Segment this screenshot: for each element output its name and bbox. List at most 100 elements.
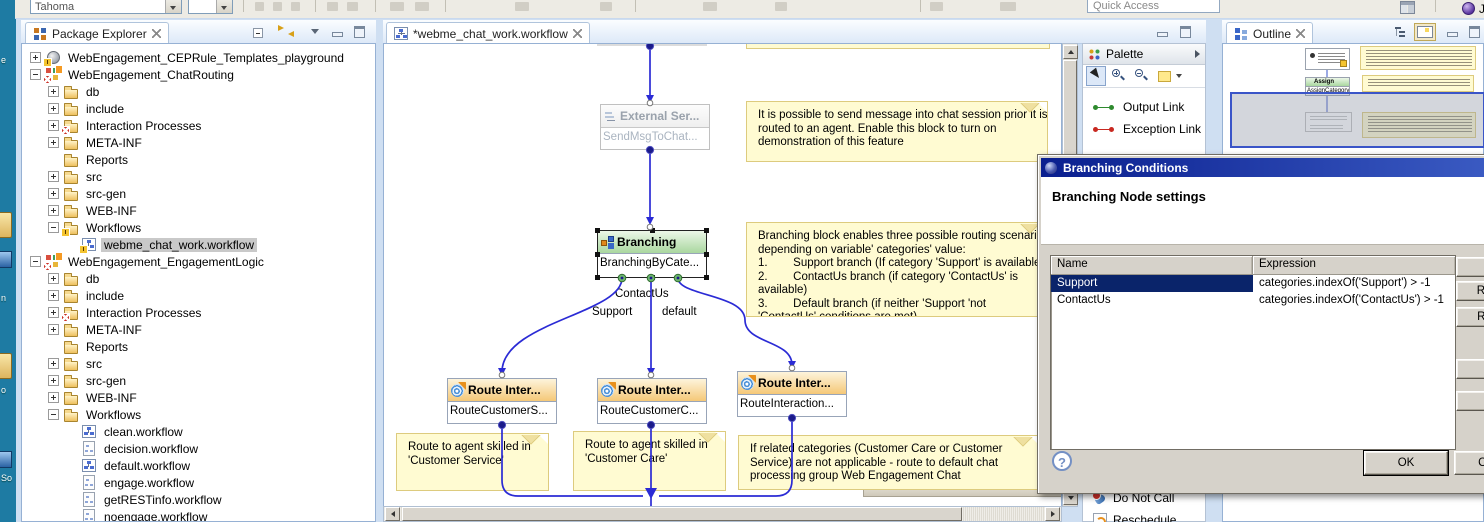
tree-item-include[interactable]: include: [22, 100, 375, 117]
tree-expander-icon[interactable]: [48, 171, 59, 182]
column-header-name[interactable]: Name: [1051, 256, 1253, 274]
outline-viewport-rect[interactable]: [1230, 92, 1484, 148]
perspective-java-button[interactable]: Java: [1458, 0, 1484, 17]
zoom-in-icon[interactable]: [1109, 66, 1129, 86]
tab-package-explorer[interactable]: Package Explorer: [25, 22, 169, 44]
outline-mini-block-external[interactable]: [1305, 112, 1352, 132]
tree-expander-icon[interactable]: [48, 307, 59, 318]
tree-expander-icon[interactable]: [30, 69, 41, 80]
chevron-down-icon[interactable]: [216, 0, 232, 13]
tree-item-workflows[interactable]: Workflows: [22, 219, 375, 237]
selection-handle[interactable]: [704, 228, 709, 233]
tab-editor-workflow[interactable]: *webme_chat_work.workflow: [386, 22, 590, 44]
tree-item-meta-inf[interactable]: META-INF: [22, 134, 375, 151]
chevron-down-icon[interactable]: [165, 0, 181, 13]
toolbar-icon-fragment[interactable]: [415, 2, 429, 11]
toolbar-icon-fragment[interactable]: [273, 2, 282, 11]
tree-item-src-gen[interactable]: src-gen: [22, 372, 375, 389]
palette-item-output-link[interactable]: Output Link: [1083, 96, 1205, 118]
tree-item-webengagement-engagementlogic[interactable]: WebEngagement_EngagementLogic: [22, 252, 375, 271]
note-route-customer-service[interactable]: Route to agent skilled in 'Customer Serv…: [396, 433, 549, 491]
close-icon[interactable]: [151, 29, 161, 38]
selection-handle[interactable]: [704, 252, 709, 257]
toolbar-icon-fragment[interactable]: [327, 2, 338, 11]
selection-handle[interactable]: [650, 228, 655, 233]
tree-expander-icon[interactable]: [48, 392, 59, 403]
tab-outline[interactable]: Outline: [1226, 22, 1314, 44]
tree-item-web-inf[interactable]: WEB-INF: [22, 202, 375, 219]
tree-item-engage-workflow[interactable]: engage.workflow: [22, 474, 375, 491]
selection-handle[interactable]: [595, 275, 600, 280]
link-with-editor-icon[interactable]: [277, 24, 295, 38]
tree-item-interaction-processes[interactable]: Interaction Processes: [22, 117, 375, 135]
collapse-palette-icon[interactable]: [1195, 50, 1200, 58]
tree-expander-icon[interactable]: [48, 205, 59, 216]
quick-access-input[interactable]: Quick Access: [1087, 0, 1220, 13]
font-size-combo[interactable]: [188, 0, 233, 14]
open-perspective-icon[interactable]: [1400, 1, 1415, 14]
toolbar-icon-fragment[interactable]: [703, 2, 717, 11]
add-button[interactable]: Add: [1456, 257, 1484, 277]
desktop-app-icon[interactable]: [0, 251, 12, 268]
tree-item-decision-workflow[interactable]: decision.workflow: [22, 440, 375, 457]
tree-item-reports[interactable]: Reports: [22, 151, 375, 168]
editor-hscrollbar[interactable]: [383, 506, 1062, 522]
toolbar-icon-fragment[interactable]: [1000, 2, 1016, 11]
tree-item-db[interactable]: db: [22, 270, 375, 287]
tree-expander-icon[interactable]: [30, 256, 41, 267]
desktop-folder-icon[interactable]: [0, 212, 12, 238]
outline-mini-note[interactable]: [1362, 75, 1474, 92]
palette-item-do-not-call[interactable]: Do Not Call: [1083, 487, 1205, 509]
note-branching[interactable]: Branching block enables three possible r…: [746, 222, 1048, 317]
tree-item-reports[interactable]: Reports: [22, 338, 375, 355]
down-button[interactable]: Down: [1456, 391, 1484, 411]
rename-button[interactable]: Rename: [1456, 281, 1484, 301]
tree-item-noengage-workflow[interactable]: noengage.workflow: [22, 508, 375, 521]
note-send-message[interactable]: It is possible to send message into chat…: [746, 101, 1048, 162]
tree-item-workflows[interactable]: Workflows: [22, 406, 375, 423]
tree-expander-icon[interactable]: [48, 324, 59, 335]
minimize-icon[interactable]: [331, 26, 344, 38]
tree-expander-icon[interactable]: [48, 290, 59, 301]
column-header-expression[interactable]: Expression: [1253, 256, 1455, 274]
tree-expander-icon[interactable]: [48, 222, 59, 233]
toolbar-icon-fragment[interactable]: [515, 2, 529, 11]
block-route-customer-care[interactable]: Route Inter... RouteCustomerC...: [597, 378, 707, 424]
tree-expander-icon[interactable]: [48, 86, 59, 97]
tree-expander-icon[interactable]: [48, 137, 59, 148]
tree-expander-icon[interactable]: [48, 358, 59, 369]
outline-mini-block-assign[interactable]: Assign AssignCategory: [1305, 77, 1350, 96]
tree-item-webengagement-chatrouting[interactable]: WebEngagement_ChatRouting: [22, 65, 375, 84]
close-icon[interactable]: [572, 29, 582, 38]
tree-expander-icon[interactable]: [48, 103, 59, 114]
toolbar-icon-fragment[interactable]: [291, 2, 300, 11]
dialog-titlebar[interactable]: Branching Conditions: [1041, 158, 1484, 177]
toolbar-icon-fragment[interactable]: [600, 2, 612, 11]
tree-item-include[interactable]: include: [22, 287, 375, 304]
toolbar-icon-fragment[interactable]: [930, 2, 943, 11]
outline-mini-note[interactable]: [1360, 46, 1476, 70]
tree-item-src-gen[interactable]: src-gen: [22, 185, 375, 202]
outline-mini-block-entry[interactable]: [1305, 48, 1350, 70]
toolbar-icon-fragment[interactable]: [347, 2, 358, 11]
cancel-button[interactable]: Cancel: [1454, 451, 1484, 475]
block-route-customer-service[interactable]: Route Inter... RouteCustomerS...: [447, 378, 557, 424]
outline-tree-view-icon[interactable]: [1394, 25, 1410, 39]
maximize-icon[interactable]: [1179, 25, 1192, 38]
collapse-all-icon[interactable]: [253, 26, 268, 39]
tree-expander-icon[interactable]: [48, 273, 59, 284]
close-icon[interactable]: [1296, 29, 1306, 38]
toolbar-icon-fragment[interactable]: [775, 2, 787, 11]
hscrollbar-thumb[interactable]: [402, 507, 962, 521]
tree-expander-icon[interactable]: [48, 375, 59, 386]
font-family-combo[interactable]: Tahoma: [30, 0, 182, 14]
minimize-icon[interactable]: [1446, 26, 1459, 38]
block-external-service[interactable]: External Ser... SendMsgToChat...: [600, 104, 710, 150]
outline-mini-note[interactable]: [1362, 112, 1476, 138]
tree-item-clean-workflow[interactable]: clean.workflow: [22, 423, 375, 440]
up-button[interactable]: Up: [1456, 359, 1484, 379]
tree-item-src[interactable]: src: [22, 168, 375, 185]
